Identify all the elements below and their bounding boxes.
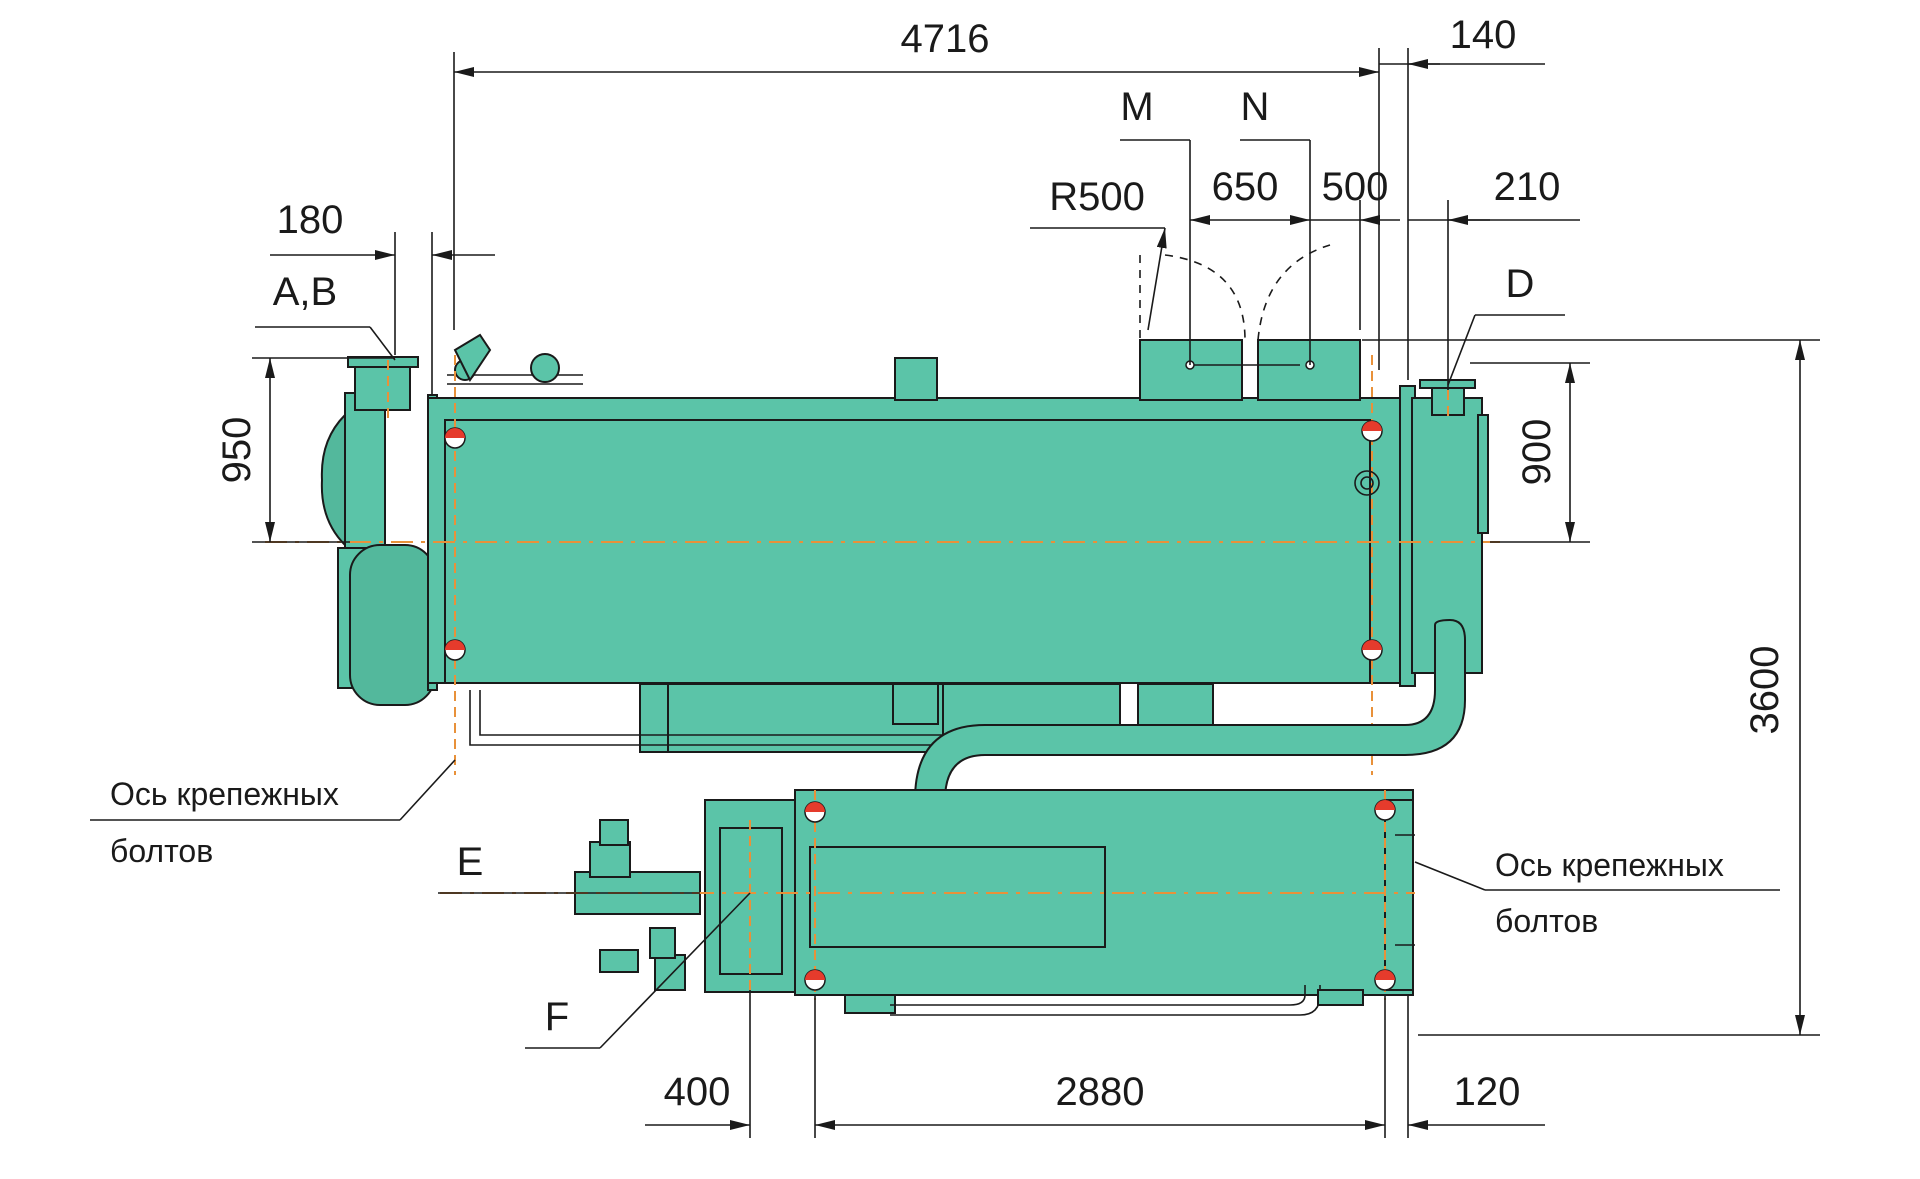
dim-210: 210 [1494,165,1561,209]
dim-180: 180 [277,198,344,242]
dim-4716: 4716 [901,17,990,61]
bolt-marker [1361,420,1383,442]
label-e: E [457,840,484,884]
bolt-marker [444,639,466,661]
bolt-marker [1374,969,1396,991]
label-m: M [1120,85,1153,129]
upper-vessel [265,333,1500,775]
bolt-marker [804,969,826,991]
label-d: D [1506,262,1535,306]
connecting-pipe [914,618,1466,861]
bolt-markers [444,420,1396,991]
lower-vessel [440,789,1415,1016]
dim-650: 650 [1212,165,1279,209]
bolt-axis-captions: Ось крепежных болтов Ось крепежных болто… [110,776,1724,939]
bolt-marker [804,801,826,823]
dim-140: 140 [1450,13,1517,57]
dim-120: 120 [1454,1070,1521,1114]
bolt-axis-right-line2: болтов [1495,903,1598,939]
bolt-axis-left-line2: болтов [110,833,213,869]
label-ab: A,B [273,270,337,314]
port-labels: A,B M N D E F [273,85,1535,1039]
dim-r500: R500 [1049,175,1145,219]
dimension-lines [90,48,1820,1138]
dim-900: 900 [1515,419,1559,486]
label-f: F [545,995,569,1039]
dim-3600: 3600 [1743,646,1787,735]
bolt-axis-right-line1: Ось крепежных [1495,847,1724,883]
bolt-marker [444,427,466,449]
label-n: N [1241,85,1270,129]
dim-400: 400 [664,1070,731,1114]
dim-500: 500 [1322,165,1389,209]
dim-2880: 2880 [1056,1070,1145,1114]
sight-glass [1354,470,1380,496]
bolt-marker [1361,639,1383,661]
dim-950: 950 [215,417,259,484]
bolt-marker [1374,799,1396,821]
bolt-axis-left-line1: Ось крепежных [110,776,339,812]
dimension-values: 4716 140 180 650 500 210 R500 950 900 36… [215,13,1787,1114]
